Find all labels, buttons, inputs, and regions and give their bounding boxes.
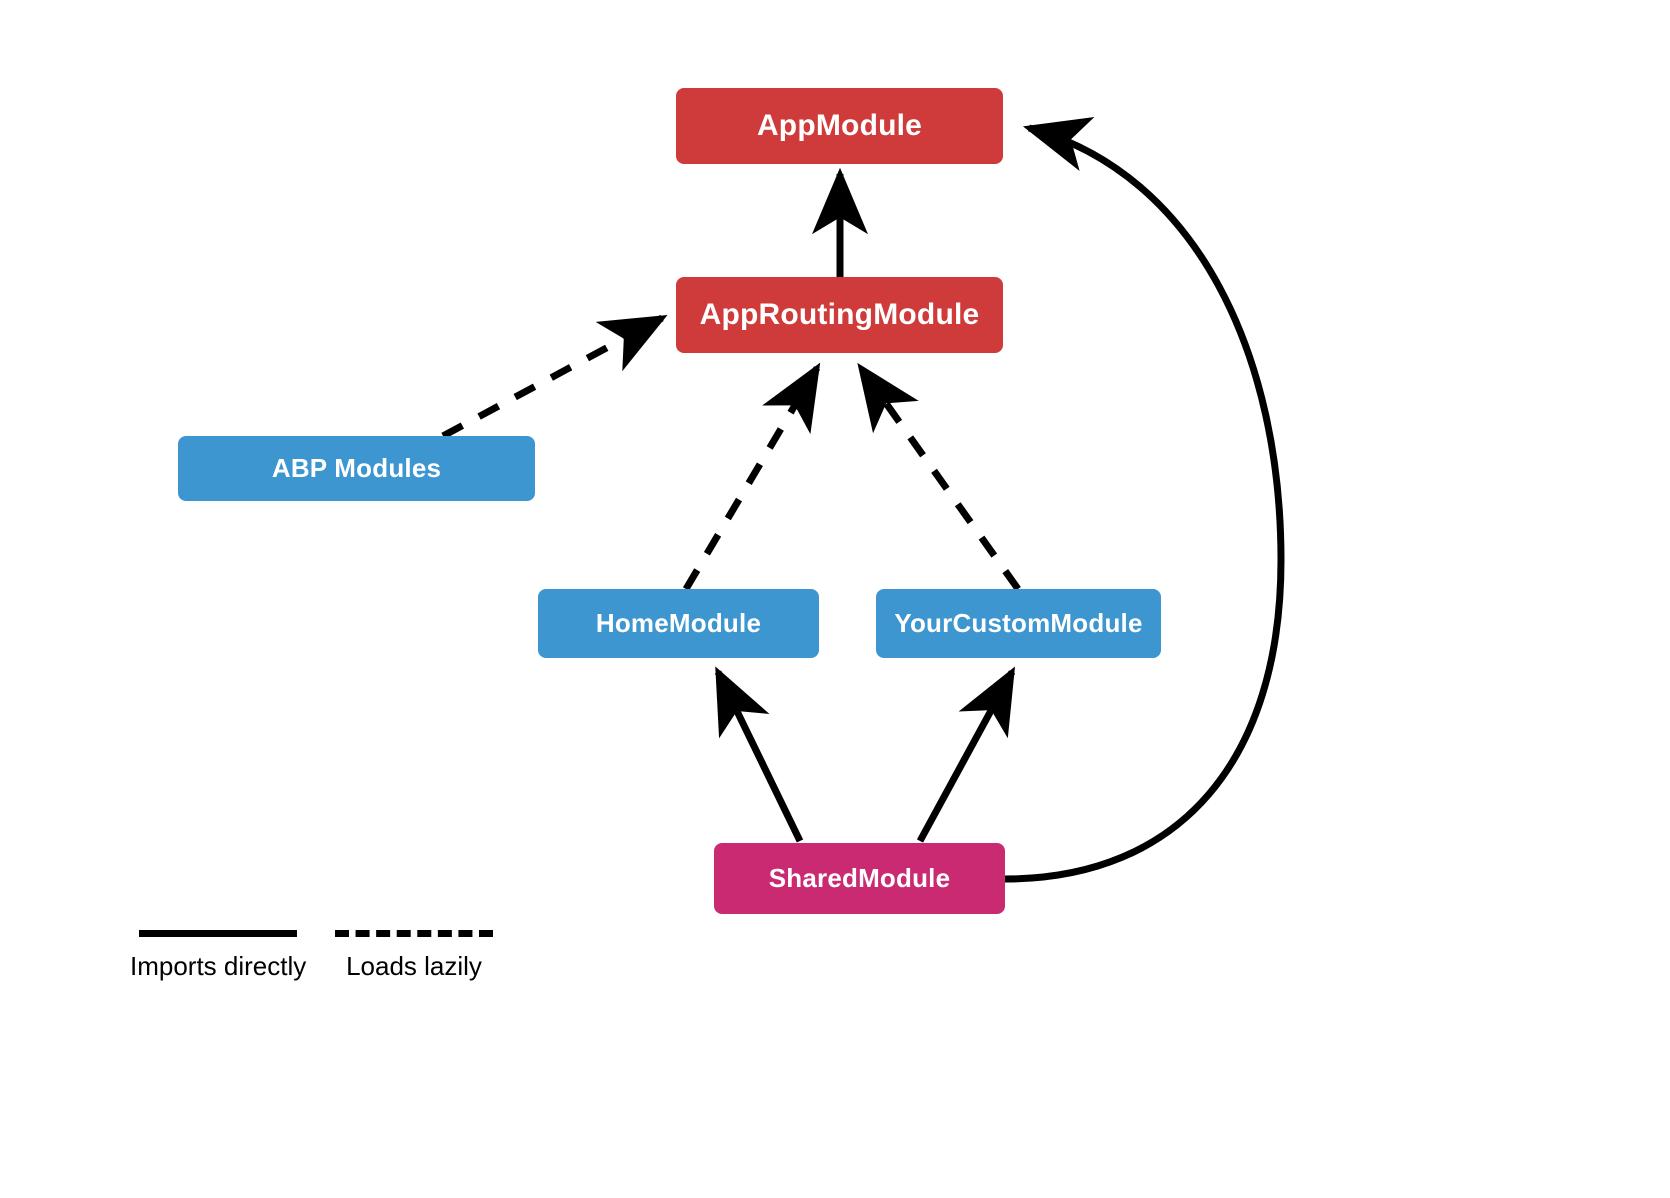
node-your-custom-module[interactable]: YourCustomModule xyxy=(876,589,1161,658)
legend-solid-line-icon xyxy=(139,930,298,937)
node-shared-module[interactable]: SharedModule xyxy=(714,843,1005,914)
edge-sharedmodule-to-yourcustommodule xyxy=(916,666,1016,843)
legend-loads-lazily-label: Loads lazily xyxy=(346,951,482,981)
node-your-custom-module-label: YourCustomModule xyxy=(894,608,1143,638)
node-home-module-label: HomeModule xyxy=(595,608,762,638)
node-app-routing-module[interactable]: AppRoutingModule xyxy=(676,277,1003,353)
edge-sharedmodule-to-homemodule xyxy=(714,666,804,843)
node-app-module[interactable]: AppModule xyxy=(676,88,1003,164)
legend-imports-directly-label: Imports directly xyxy=(130,951,307,981)
node-app-module-label: AppModule xyxy=(756,109,923,142)
legend-item-imports-directly: Imports directly xyxy=(130,930,306,982)
legend-dashed-line-icon xyxy=(335,930,493,937)
node-abp-modules[interactable]: ABP Modules xyxy=(178,436,535,501)
edge-yourcustommodule-to-approuting xyxy=(857,362,1021,592)
node-shared-module-label: SharedModule xyxy=(768,863,951,893)
legend-item-loads-lazily: Loads lazily xyxy=(335,930,493,982)
edge-homemodule-to-approuting xyxy=(682,362,821,591)
node-home-module[interactable]: HomeModule xyxy=(538,589,819,658)
edge-abpmodules-to-approuting xyxy=(441,314,668,440)
edge-sharedmodule-to-appmodule xyxy=(1004,117,1285,883)
node-abp-modules-label: ABP Modules xyxy=(271,453,442,483)
node-app-routing-module-label: AppRoutingModule xyxy=(699,298,980,331)
